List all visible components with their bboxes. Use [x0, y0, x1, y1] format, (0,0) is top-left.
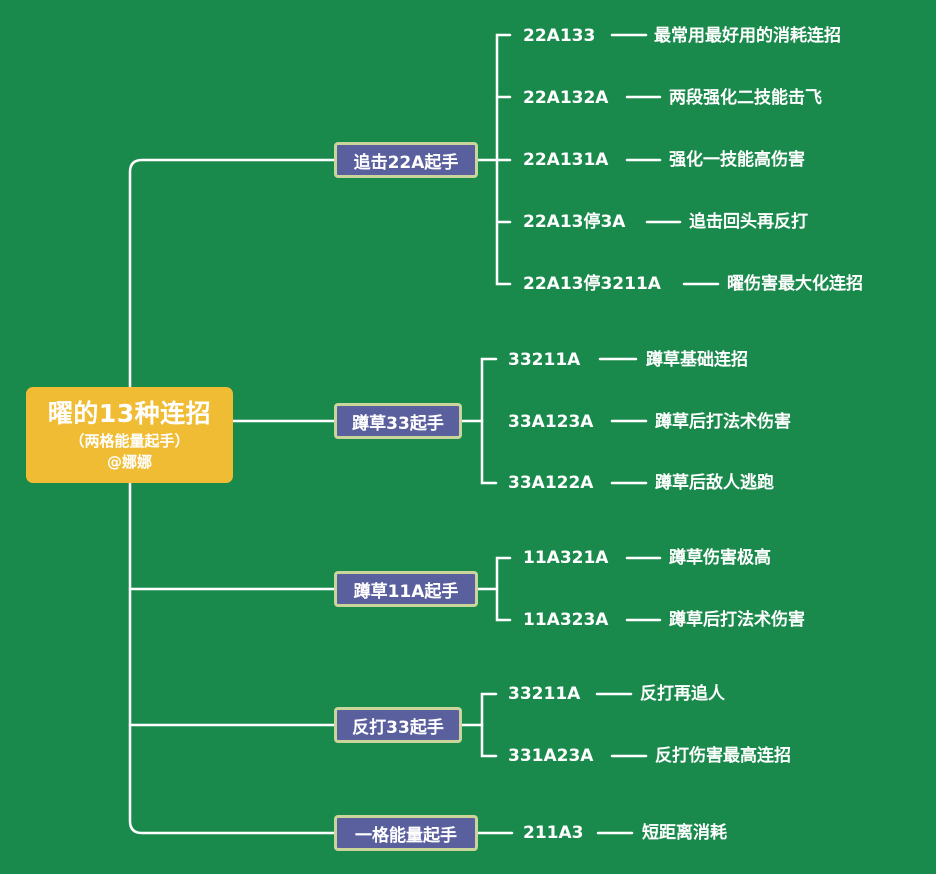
combo-code: 22A133 [523, 26, 596, 46]
bracket-line [495, 556, 512, 622]
combo-desc: 强化一技能高伤害 [669, 150, 805, 170]
bracket-line [480, 357, 498, 485]
combo-code: 22A13停3A [523, 212, 626, 232]
combo-desc: 反打再追人 [640, 684, 725, 704]
combo-code: 33A123A [508, 412, 594, 432]
combo-code: 33A122A [508, 473, 594, 493]
combo-code: 331A23A [508, 746, 594, 766]
root-author: @娜娜 [106, 453, 152, 471]
branch-node-bush-33: 蹲草33起手 [334, 403, 462, 439]
combo-code: 11A323A [523, 610, 609, 630]
combo-desc: 反打伤害最高连招 [655, 746, 791, 766]
branch-node-counter-33: 反打33起手 [334, 707, 462, 743]
root-subtitle: （两格能量起手） [69, 432, 190, 450]
combo-desc: 蹲草伤害极高 [669, 548, 771, 568]
combo-desc: 追击回头再反打 [689, 212, 808, 232]
combo-code: 11A321A [523, 548, 609, 568]
branch-node-bush-11a: 蹲草11A起手 [334, 571, 478, 607]
combo-desc: 蹲草后敌人逃跑 [655, 473, 774, 493]
root-title: 曜的13种连招 [47, 399, 212, 428]
combo-desc: 蹲草基础连招 [646, 350, 748, 370]
combo-desc: 曜伤害最大化连招 [727, 274, 863, 294]
combo-desc: 最常用最好用的消耗连招 [654, 26, 841, 46]
combo-desc: 两段强化二技能击飞 [669, 88, 822, 108]
combo-code: 33211A [508, 350, 581, 370]
trunk-line-lower [128, 481, 336, 835]
bracket-line [480, 692, 498, 758]
branch-node-one-energy: 一格能量起手 [334, 815, 478, 851]
branch-node-chase-22a: 追击22A起手 [334, 142, 478, 178]
combo-code: 211A3 [523, 823, 584, 843]
combo-desc: 短距离消耗 [642, 823, 727, 843]
combo-desc: 蹲草后打法术伤害 [669, 610, 805, 630]
root-node: 曜的13种连招 （两格能量起手） @娜娜 [26, 387, 233, 483]
combo-code: 22A132A [523, 88, 609, 108]
combo-code: 22A131A [523, 150, 609, 170]
combo-desc: 蹲草后打法术伤害 [655, 412, 791, 432]
trunk-line-upper [128, 158, 336, 389]
combo-code: 33211A [508, 684, 581, 704]
combo-code: 22A13停3211A [523, 274, 661, 294]
